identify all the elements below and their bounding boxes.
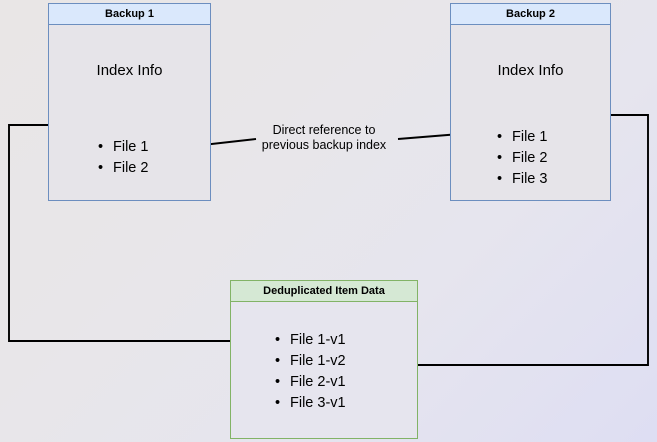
list-item: File 1: [497, 127, 547, 148]
list-item: File 1-v2: [275, 351, 346, 372]
list-item: File 2: [497, 148, 547, 169]
node-backup-2-header: Backup 2: [451, 4, 610, 25]
node-backup-2[interactable]: Backup 2 Index Info File 1 File 2 File 3: [450, 3, 611, 201]
list-item: File 2: [98, 158, 148, 179]
list-item: File 1-v1: [275, 330, 346, 351]
list-item: File 1: [98, 137, 148, 158]
node-deduplicated-body: File 1-v1 File 1-v2 File 2-v1 File 3-v1: [231, 302, 417, 438]
node-backup-1-header: Backup 1: [49, 4, 210, 25]
list-item: File 2-v1: [275, 372, 346, 393]
edge-label-line-1: Direct reference to: [272, 123, 376, 137]
node-backup-1-body: Index Info File 1 File 2: [49, 25, 210, 200]
edge-label-line-2: previous backup index: [261, 138, 387, 152]
node-deduplicated-item-data[interactable]: Deduplicated Item Data File 1-v1 File 1-…: [230, 280, 418, 439]
node-backup-2-file-list: File 1 File 2 File 3: [497, 127, 547, 190]
node-deduplicated-file-list: File 1-v1 File 1-v2 File 2-v1 File 3-v1: [275, 330, 346, 414]
node-backup-1-file-list: File 1 File 2: [98, 137, 148, 179]
node-backup-2-body: Index Info File 1 File 2 File 3: [451, 25, 610, 200]
node-backup-1[interactable]: Backup 1 Index Info File 1 File 2: [48, 3, 211, 201]
list-item: File 3: [497, 169, 547, 190]
node-deduplicated-header: Deduplicated Item Data: [231, 281, 417, 302]
edge-label-direct-reference: Direct reference to previous backup inde…: [248, 123, 400, 153]
list-item: File 3-v1: [275, 393, 346, 414]
node-backup-1-title: Index Info: [96, 62, 163, 79]
node-backup-2-title: Index Info: [497, 62, 564, 79]
